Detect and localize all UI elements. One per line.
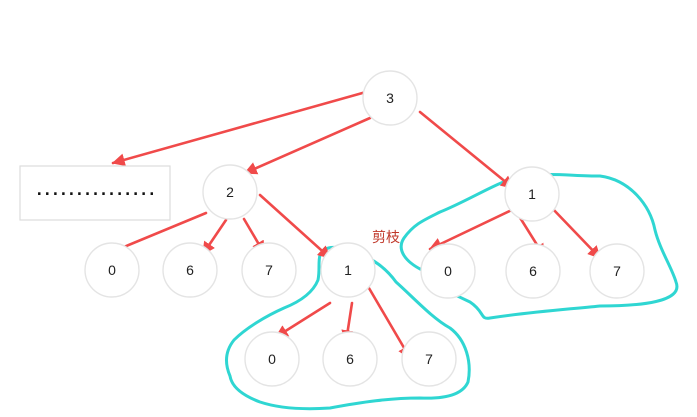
tree-node-circle (244, 331, 300, 387)
edge-lvl1-right-to-lvl2-g (549, 205, 602, 260)
tree-node-label: 0 (444, 263, 452, 279)
prune-outline-bottom (225, 245, 471, 411)
collapsed-subtree-box: ............... (19, 165, 171, 221)
edge-lvl2-d-to-lvl3-a (274, 301, 332, 339)
edge-root-to-lvl1-left (243, 116, 372, 175)
edge-lvl1-left-to-lvl2-d (258, 193, 332, 260)
tree-node-label: 1 (528, 186, 536, 202)
nodes-layer: 3 2 1 0 6 7 1 0 6 7 0 6 7 (84, 70, 645, 387)
tree-node-circle (84, 242, 140, 298)
tree-node-circle (162, 242, 218, 298)
tree-node-circle (362, 70, 418, 126)
edges-layer (105, 90, 602, 360)
tree-node-lvl2-b: 6 (162, 242, 218, 298)
tree-node-lvl2-a: 0 (84, 242, 140, 298)
prune-outline-right (399, 173, 679, 320)
tree-node-lvl2-c: 7 (241, 242, 297, 298)
tree-node-lvl1-left: 2 (202, 164, 258, 220)
tree-node-lvl2-e: 0 (420, 243, 476, 299)
tree-node-lvl2-f: 6 (505, 243, 561, 299)
tree-node-circle (320, 242, 376, 298)
tree-node-label: 7 (265, 262, 273, 278)
tree-node-label: 7 (425, 351, 433, 367)
tree-node-circle (241, 242, 297, 298)
tree-node-label: 6 (346, 351, 354, 367)
tree-node-label: 3 (386, 90, 394, 106)
collapsed-subtree-frame (19, 165, 171, 221)
tree-node-circle (505, 243, 561, 299)
edge-root-to-lvl1-right (418, 110, 515, 190)
tree-node-lvl3-a: 0 (244, 331, 300, 387)
tree-node-label: 1 (344, 262, 352, 278)
tree-node-lvl3-c: 7 (401, 331, 457, 387)
tree-node-lvl2-g: 7 (589, 243, 645, 299)
tree-node-label: 0 (108, 262, 116, 278)
collapsed-subtree-ellipsis: ............... (35, 181, 155, 199)
tree-node-label: 0 (268, 351, 276, 367)
tree-node-circle (401, 331, 457, 387)
tree-node-circle (420, 243, 476, 299)
tree-node-label: 7 (613, 263, 621, 279)
edge-lvl2-d-to-lvl3-c (364, 281, 412, 360)
tree-node-label: 2 (226, 184, 234, 200)
tree-node-root: 3 (362, 70, 418, 126)
edge-root-to-placeholder (111, 90, 368, 167)
tree-node-label: 6 (186, 262, 194, 278)
tree-node-circle (589, 243, 645, 299)
prune-note: 剪枝 (372, 230, 400, 246)
tree-node-lvl1-right: 1 (504, 166, 560, 222)
tree-node-lvl3-b: 6 (322, 331, 378, 387)
tree-node-circle (322, 331, 378, 387)
tree-node-circle (504, 166, 560, 222)
tree-node-circle (202, 164, 258, 220)
tree-node-label: 6 (529, 263, 537, 279)
tree-node-lvl2-d: 1 (320, 242, 376, 298)
edge-lvl1-right-to-lvl2-e (428, 205, 520, 251)
